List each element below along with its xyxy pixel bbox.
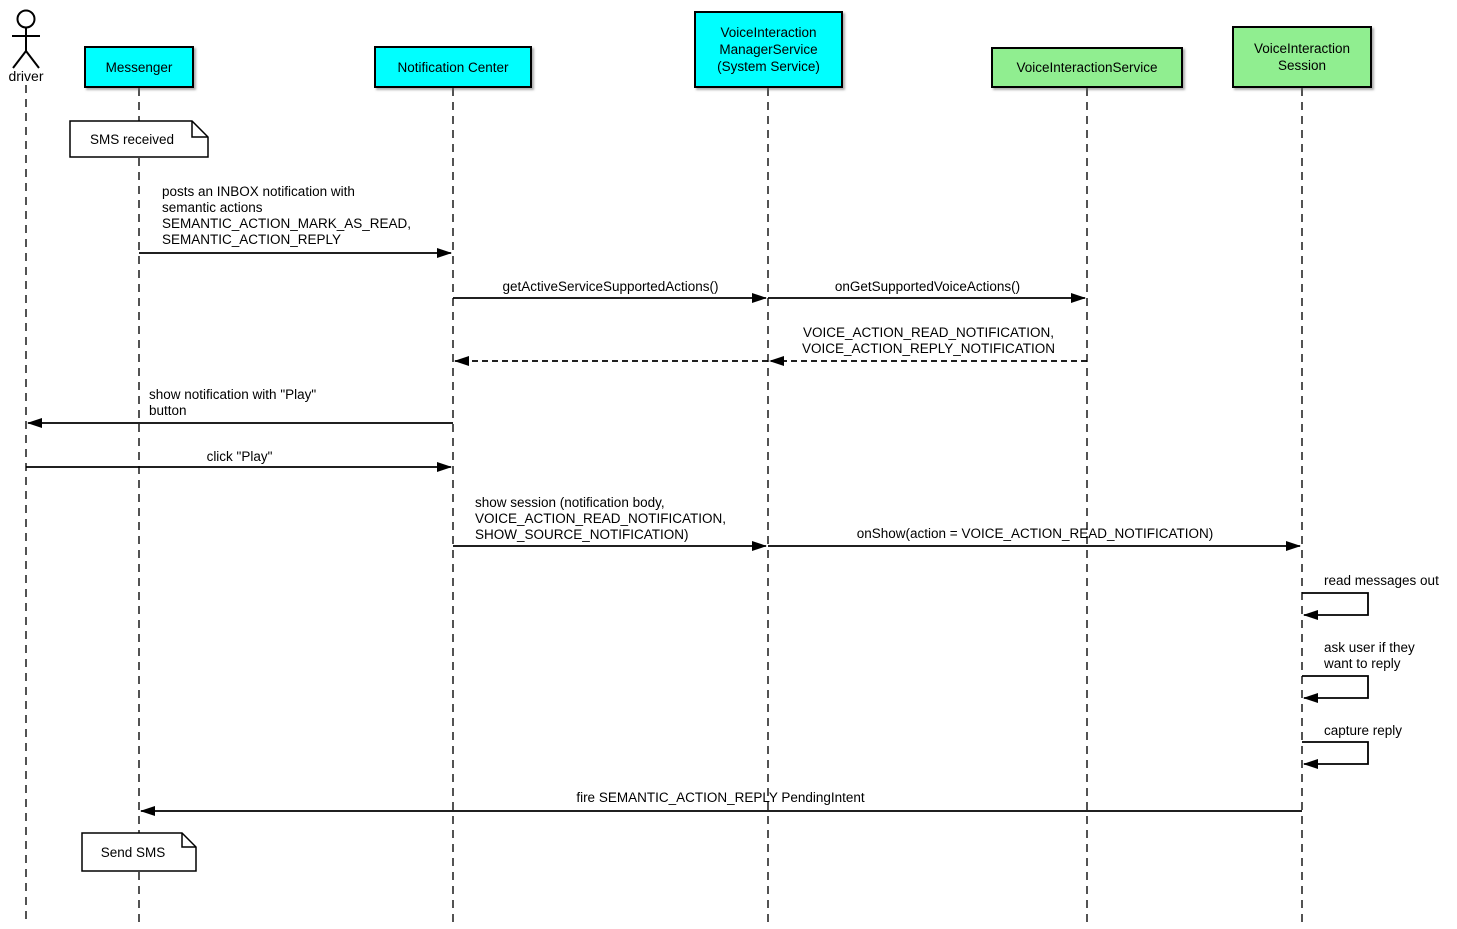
- message-ask-user-reply: ask user if they want to reply: [1324, 640, 1415, 671]
- message-on-show: onShow(action = VOICE_ACTION_READ_NOTIFI…: [856, 526, 1214, 541]
- message-get-active-service-supported-actions: getActiveServiceSupportedActions(): [502, 279, 719, 294]
- participant-voice-interaction-service-label: VoiceInteractionService: [1016, 60, 1158, 75]
- note-sms-received: SMS received: [89, 131, 175, 147]
- participant-voice-interaction-session: VoiceInteraction Session: [1232, 26, 1372, 88]
- message-read-messages-out: read messages out: [1324, 573, 1439, 588]
- message-show-notification-play: show notification with "Play" button: [149, 387, 317, 418]
- participant-voice-interaction-manager-service: VoiceInteraction ManagerService (System …: [694, 11, 843, 88]
- note-send-sms-shape: [81, 832, 197, 872]
- participant-notification-center-label: Notification Center: [397, 59, 509, 75]
- message-capture-reply: capture reply: [1324, 723, 1403, 738]
- participant-voice-interaction-service: VoiceInteractionService: [991, 47, 1183, 88]
- participant-voice-interaction-session-label: VoiceInteraction Session: [1253, 41, 1351, 73]
- note-shapes: [69, 120, 209, 872]
- arrow-self-ask-user-reply: [1302, 675, 1369, 703]
- message-posts-inbox-notification: posts an INBOX notification with semanti…: [162, 184, 412, 247]
- participant-messenger: Messenger: [84, 46, 194, 88]
- note-send-sms: Send SMS: [100, 844, 166, 860]
- driver-actor-icon: [12, 9, 40, 69]
- participant-notification-center: Notification Center: [374, 46, 532, 88]
- note-sms-received-shape: [69, 120, 209, 158]
- message-return-voice-actions: VOICE_ACTION_READ_NOTIFICATION, VOICE_AC…: [801, 325, 1056, 356]
- arrow-self-capture-reply: [1302, 741, 1369, 769]
- actor-driver-label: driver: [8, 68, 44, 84]
- lifelines: [25, 85, 1303, 925]
- message-fire-semantic-action-reply: fire SEMANTIC_ACTION_REPLY PendingIntent: [576, 790, 865, 805]
- message-arrows: [26, 248, 1369, 816]
- participant-voice-interaction-manager-service-label: VoiceInteraction ManagerService (System …: [717, 25, 820, 74]
- message-on-get-supported-voice-actions: onGetSupportedVoiceActions(): [834, 279, 1021, 294]
- message-click-play: click "Play": [206, 449, 273, 464]
- arrow-self-read-messages-out: [1302, 592, 1369, 620]
- participant-messenger-label: Messenger: [105, 59, 173, 75]
- message-show-session: show session (notification body, VOICE_A…: [475, 495, 727, 542]
